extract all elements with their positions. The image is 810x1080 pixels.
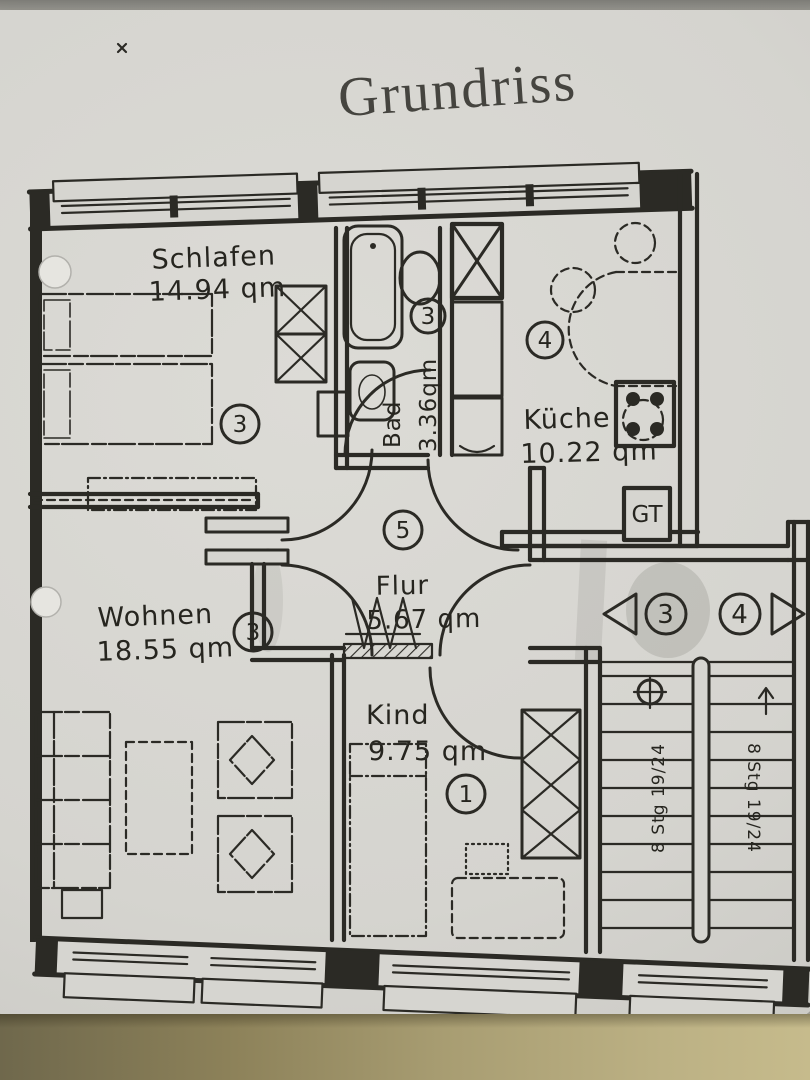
- room-number-flur: 5: [396, 518, 411, 544]
- room-number-badge: 3: [232, 611, 274, 653]
- wardrobe-icon: [520, 708, 582, 860]
- room-number-badge: 1: [445, 773, 487, 815]
- floor-number-badge: 3: [644, 592, 688, 636]
- vent-shaft-icon: [450, 300, 504, 398]
- bed-icon: [38, 362, 214, 446]
- washbasin-icon: [348, 360, 396, 422]
- kitchen-sink-icon: [450, 396, 504, 457]
- washer-icon: [316, 390, 350, 438]
- room-wohnen: Wohnen 18.55 qm 3: [34, 599, 294, 920]
- small-table-icon: [464, 842, 510, 876]
- hole-punches: [30, 255, 72, 618]
- stair-marker-right: 4: [731, 600, 749, 630]
- sofa-icon: [34, 710, 112, 890]
- door-swing-schlafen: [280, 448, 374, 542]
- boiler-label: GT: [631, 502, 663, 528]
- wardrobe-icon: [274, 284, 328, 384]
- door-swing-kueche: [426, 458, 520, 552]
- door-swing-bad: [343, 368, 432, 457]
- room-number-badge: 5: [382, 509, 424, 551]
- armchair-icon: [216, 720, 294, 800]
- room-number-badge: 3: [219, 403, 261, 445]
- survey-point-icon: [632, 674, 668, 710]
- room-number-kind: 1: [459, 782, 474, 808]
- coffee-table-icon: [124, 740, 194, 856]
- installation-shaft: [449, 221, 505, 457]
- room-label-kueche: Küche: [523, 403, 611, 436]
- room-number-badge: 4: [525, 320, 565, 360]
- threshold-hatch: [342, 596, 434, 660]
- stairs-icon: [598, 656, 796, 944]
- door-swing-entrance: [438, 563, 532, 657]
- door-swing-wohnen: [280, 563, 374, 657]
- bathtub-icon: [342, 224, 404, 350]
- desk-icon: [450, 876, 566, 940]
- armchair-icon: [216, 814, 294, 894]
- room-label-bad: Bad: [380, 401, 406, 448]
- arrow-right-icon: [770, 592, 806, 636]
- stair-direction-arrow-icon: [757, 686, 775, 716]
- door-swing-kind: [428, 666, 522, 760]
- dining-table-icon: [549, 221, 680, 442]
- hole-punch: [38, 255, 72, 289]
- room-label-wohnen: Wohnen: [97, 599, 214, 634]
- stair-flight-label-right: 8 Stg 19/24: [743, 743, 763, 853]
- hole-punch: [30, 586, 62, 618]
- exterior-wall-bottom: [32, 935, 810, 1027]
- toilet-icon: [398, 250, 442, 306]
- exterior-wall-top: [26, 161, 695, 232]
- window: [200, 956, 324, 1009]
- stair-marker-left: 3: [657, 600, 675, 630]
- window: [317, 161, 641, 210]
- room-area-schlafen: 14.94 qm: [148, 272, 286, 308]
- room-area-bad: 3.36qm: [416, 358, 442, 452]
- landing-markers: 3 4: [602, 592, 806, 636]
- window: [382, 964, 578, 1019]
- room-kueche: Küche 10.22 qm 4: [520, 221, 680, 543]
- room-label-kind: Kind: [366, 700, 429, 731]
- floor-number-badge: 4: [718, 592, 762, 636]
- room-area-kueche: 10.22 qm: [520, 435, 658, 470]
- room-number-wohnen: 3: [246, 620, 261, 646]
- room-number-badge: 3: [409, 297, 447, 335]
- room-area-wohnen: 18.55 qm: [96, 632, 234, 668]
- radiator-icon: [86, 476, 258, 512]
- table-surface: [0, 1014, 810, 1080]
- room-kind: Kind 9.75 qm 1: [348, 666, 582, 940]
- room-number-kueche: 4: [538, 328, 553, 354]
- room-bad: 3 Bad 3.36qm: [316, 224, 447, 457]
- shaft-icon: [449, 221, 505, 301]
- stairwell: 3 4: [598, 592, 806, 944]
- room-flur: 5 Flur 5.67 qm: [280, 448, 532, 660]
- arrow-left-icon: [602, 592, 638, 636]
- bed-icon: [38, 292, 214, 358]
- window: [62, 951, 196, 1004]
- window: [51, 172, 299, 218]
- side-table-icon: [60, 888, 104, 920]
- bed-icon: [348, 742, 428, 938]
- room-label-schlafen: Schlafen: [151, 240, 276, 275]
- room-schlafen: Schlafen 14.94 qm 3: [38, 240, 328, 512]
- room-number-schlafen: 3: [233, 412, 248, 438]
- stair-handrail: [691, 656, 711, 944]
- room-number-bad: 3: [421, 304, 436, 330]
- room-label-flur: Flur: [376, 571, 430, 602]
- boiler: GT: [621, 485, 673, 543]
- stair-flight-label-left: 8 Stg 19/24: [649, 743, 669, 853]
- stove-icon: [613, 379, 677, 449]
